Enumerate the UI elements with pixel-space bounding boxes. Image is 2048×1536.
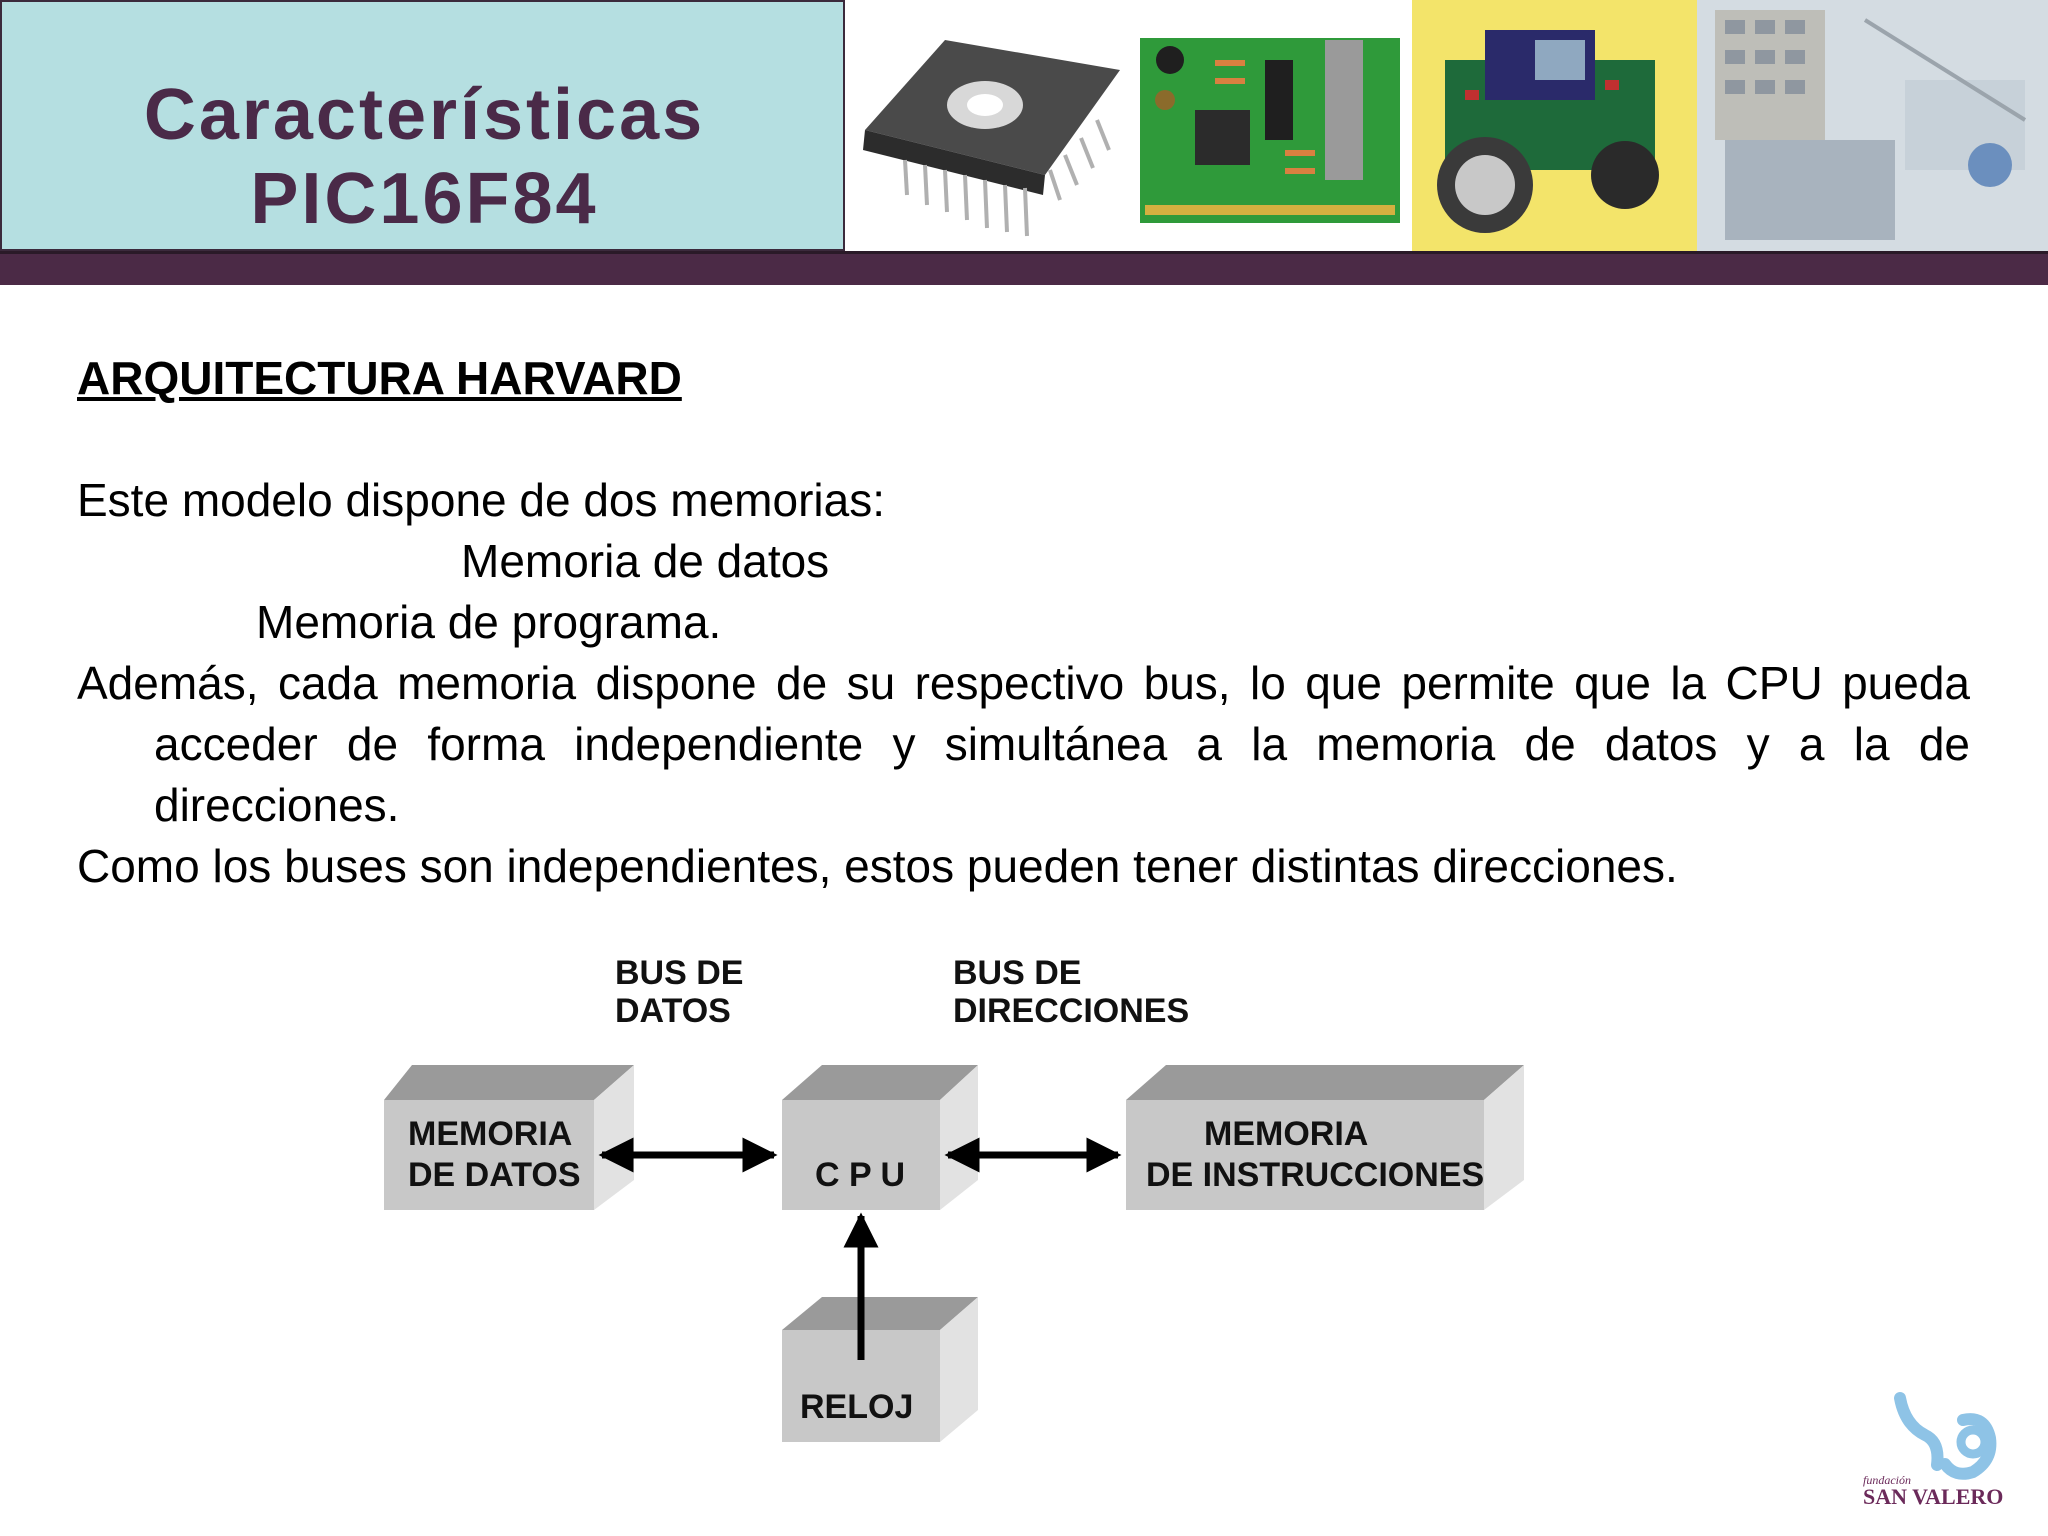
header-photo-strip	[845, 0, 2048, 251]
logo-mark-icon	[1894, 1392, 1997, 1480]
box-memoria-datos-line1: MEMORIA	[408, 1115, 572, 1153]
box-cpu-label: C P U	[815, 1156, 905, 1194]
logo-text-san-valero: SAN VALERO	[1863, 1484, 2003, 1509]
circuit-board-photo	[1127, 0, 1412, 251]
harvard-architecture-diagram: BUS DE DATOS BUS DE DIRECCIONES MEMORIA …	[384, 954, 1524, 1442]
bus-direcciones-label-line1: BUS DE	[953, 954, 1081, 992]
bus-direcciones-label-line2: DIRECCIONES	[953, 992, 1189, 1030]
slide-title-line2: PIC16F84	[250, 159, 599, 239]
box-memoria-instrucciones-line1: MEMORIA	[1204, 1115, 1368, 1153]
list-item-data-memory: Memoria de datos	[461, 535, 830, 587]
bus-datos-label-line1: BUS DE	[615, 954, 743, 992]
paragraph-bus: Además, cada memoria dispone de su respe…	[77, 657, 1970, 831]
list-item-program-memory: Memoria de programa.	[256, 596, 722, 648]
box-cpu: C P U	[782, 1065, 978, 1210]
slide-title-line1: Características	[143, 75, 706, 155]
box-reloj: RELOJ	[782, 1297, 978, 1442]
box-memoria-instrucciones: MEMORIA DE INSTRUCCIONES	[1126, 1065, 1524, 1210]
logo-text-fundacion: fundación	[1863, 1473, 1911, 1487]
robot-photo	[1412, 0, 1697, 251]
fundacion-san-valero-logo: fundación SAN VALERO	[1863, 1392, 2003, 1509]
box-memoria-datos-line2: DE DATOS	[408, 1156, 581, 1194]
bus-datos-label-line2: DATOS	[615, 992, 731, 1030]
box-memoria-instrucciones-line2: DE INSTRUCCIONES	[1146, 1156, 1484, 1194]
campus-collage-photo	[1697, 0, 2048, 251]
intro-text: Este modelo dispone de dos memorias:	[77, 474, 885, 526]
chip-photo	[845, 0, 1127, 251]
box-memoria-datos: MEMORIA DE DATOS	[384, 1065, 634, 1210]
header-band	[0, 251, 2048, 285]
header-divider	[0, 251, 2048, 254]
title-box: Características PIC16F84	[0, 0, 845, 251]
section-heading: ARQUITECTURA HARVARD	[77, 352, 682, 404]
box-reloj-label: RELOJ	[800, 1388, 913, 1426]
paragraph-buses-independent: Como los buses son independientes, estos…	[77, 840, 1678, 892]
